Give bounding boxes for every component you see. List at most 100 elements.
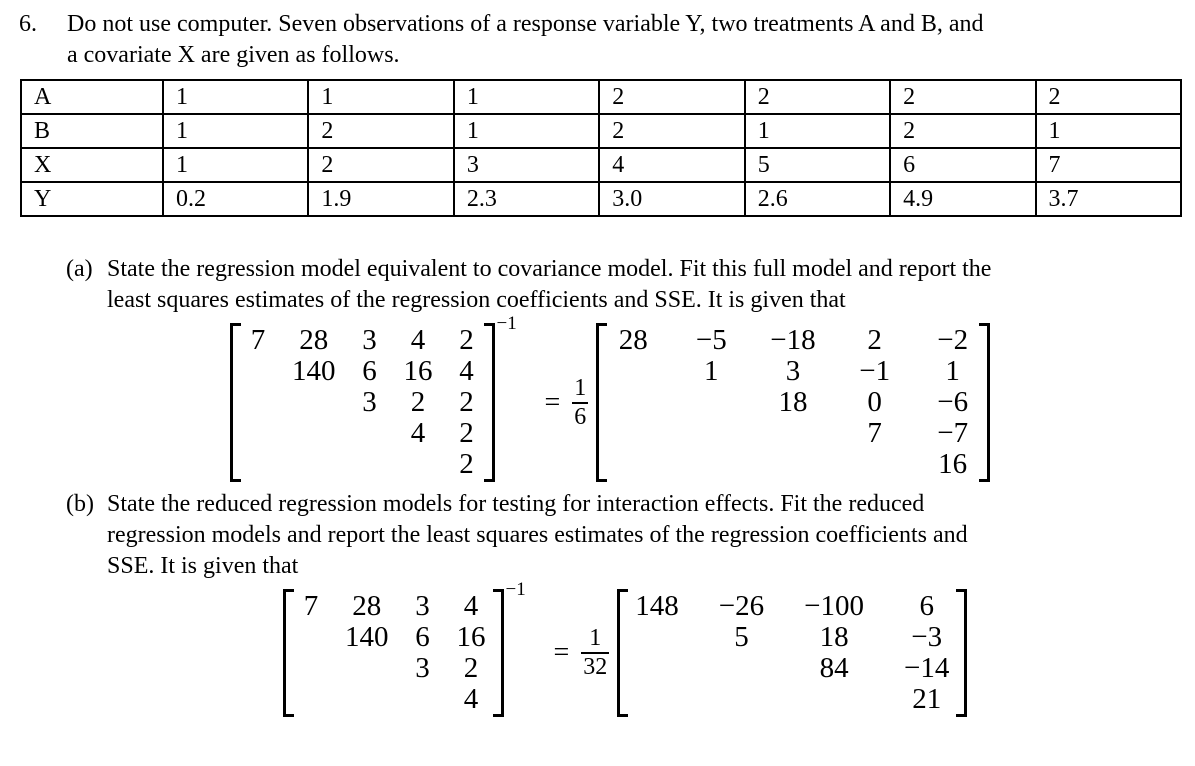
table-cell: 3.7 <box>1034 181 1183 217</box>
table-cell: 2 <box>307 147 455 183</box>
matrix-cell: −18 <box>770 324 816 356</box>
part-a: (a) State the regression model equivalen… <box>66 254 1185 316</box>
table-cell: 1 <box>452 113 601 149</box>
matrix-cell <box>292 449 336 480</box>
matrix-cell: 16 <box>403 355 433 387</box>
table-cell: 4.9 <box>889 181 1037 217</box>
table-cell: 0.2 <box>161 181 310 217</box>
part-a-text: State the regression model equivalent to… <box>107 254 991 316</box>
matrix-cell: 148 <box>635 590 679 622</box>
table-cell: 1 <box>1034 113 1183 149</box>
table-cell: 2 <box>1034 79 1183 115</box>
text-line: State the regression model equivalent to… <box>107 256 992 282</box>
matrix-cell: 1 <box>945 355 960 387</box>
matrix-cell: 16 <box>938 448 968 480</box>
fraction-numerator: 1 <box>589 625 602 651</box>
table-cell: 3 <box>452 147 601 183</box>
matrix-cell: 21 <box>912 683 942 715</box>
table-cell: 2 <box>598 113 746 149</box>
matrix-cell: 5 <box>734 621 749 653</box>
matrix-cell <box>614 356 652 387</box>
scalar-fraction: 1 32 <box>581 625 610 681</box>
table-cell: 2 <box>743 79 892 115</box>
matrix-inverse-exponent: −1 <box>505 579 526 600</box>
matrix-cell <box>635 653 679 684</box>
table-cell: 6 <box>889 147 1037 183</box>
matrix-cell: 2 <box>463 652 479 684</box>
matrix-cell: −5 <box>695 324 727 356</box>
left-bracket <box>230 323 241 482</box>
matrix-cell: −1 <box>859 355 891 387</box>
text-line: regression models and report the least s… <box>107 522 968 548</box>
table-cell: 2 <box>889 113 1037 149</box>
right-bracket <box>483 323 495 482</box>
matrix-cell: 4 <box>410 417 426 449</box>
matrix-cell: 4 <box>463 590 479 622</box>
table-cell: 3.0 <box>598 181 746 217</box>
fraction-denominator: 32 <box>581 652 610 680</box>
table-row-label: A <box>20 79 164 115</box>
matrix-cell: 2 <box>410 386 426 418</box>
matrix-cell: 4 <box>459 355 474 387</box>
problem-number: 6. <box>19 11 37 37</box>
problem-header: 6. Do not use computer. Seven observatio… <box>19 9 1185 71</box>
left-bracket <box>617 589 629 717</box>
matrix-cell: 84 <box>819 652 849 684</box>
part-b: (b) State the reduced regression models … <box>66 489 1185 582</box>
matrix-cell: 6 <box>362 355 377 387</box>
table-cell: 1 <box>161 79 310 115</box>
equals-sign: = <box>553 637 570 668</box>
matrix-cell <box>248 356 268 387</box>
fraction-numerator: 1 <box>574 374 587 401</box>
matrix-cell <box>719 653 764 684</box>
matrix-cell: 140 <box>292 355 336 387</box>
matrix-cell: 3 <box>415 652 430 684</box>
table-cell: 2.3 <box>452 181 601 217</box>
matrix-cell <box>804 684 864 715</box>
matrix-cell: 28 <box>299 324 329 356</box>
matrix-cell: 7 <box>867 417 882 449</box>
matrix-cell <box>692 387 730 418</box>
matrix-cell: 2 <box>867 324 882 356</box>
matrix-cell <box>635 622 679 653</box>
matrix-cell <box>360 418 380 449</box>
matrix-cell: 28 <box>352 590 382 622</box>
text-line: SSE. It is given that <box>107 553 299 579</box>
matrix-cell <box>301 653 321 684</box>
table-cell: 2 <box>889 79 1037 115</box>
table-cell: 1 <box>161 113 310 149</box>
matrix-cell <box>635 684 679 715</box>
matrix-cell: −6 <box>937 386 969 418</box>
matrix-cell: 3 <box>362 324 377 356</box>
matrix-cell <box>770 418 815 449</box>
right-bracket <box>492 589 504 717</box>
matrix-cell: 2 <box>459 448 474 480</box>
matrix-cell <box>692 418 730 449</box>
matrix-cell: −26 <box>718 590 765 622</box>
matrix-cell: −100 <box>804 590 865 622</box>
matrix-cell: 6 <box>415 621 430 653</box>
matrix-cell: 2 <box>459 324 474 356</box>
text-line: least squares estimates of the regressio… <box>107 287 846 313</box>
table-row-label: Y <box>20 181 164 217</box>
matrix-cell <box>770 449 815 480</box>
table-cell: 7 <box>1034 147 1183 183</box>
table-cell: 2 <box>598 79 746 115</box>
matrix-cell: 140 <box>345 621 389 653</box>
matrix-cell <box>292 418 336 449</box>
text-line: State the reduced regression models for … <box>107 491 925 517</box>
problem-statement: Do not use computer. Seven observations … <box>67 9 983 71</box>
matrix-cell: 1 <box>704 355 719 387</box>
matrix-cell: 28 <box>618 324 648 356</box>
table-cell: 1 <box>161 147 310 183</box>
